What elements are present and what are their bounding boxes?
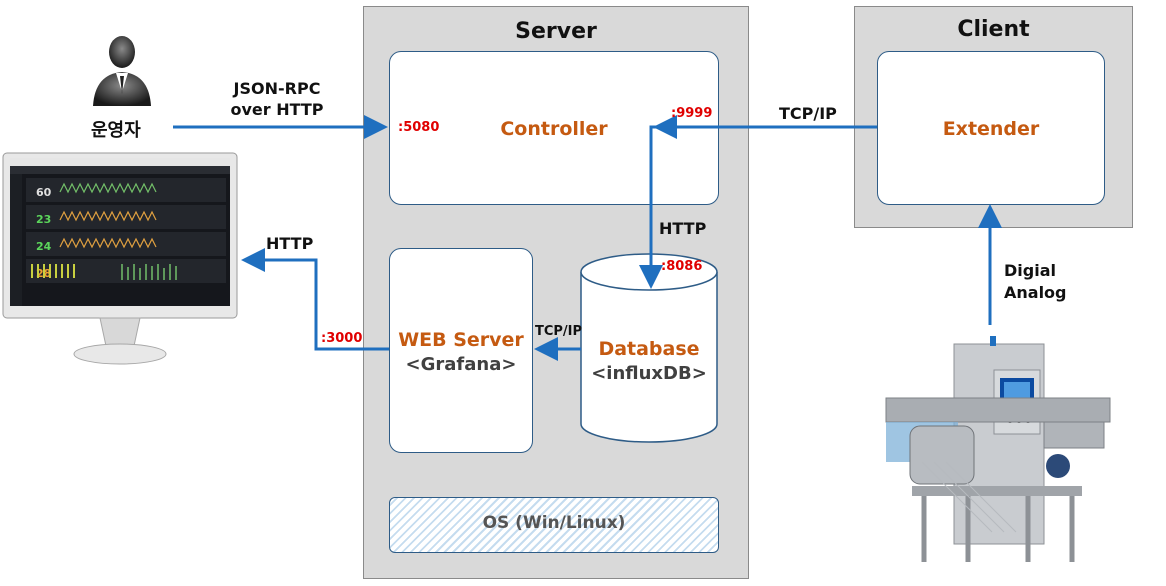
client-title: Client [957,17,1030,42]
server-title: Server [515,19,597,44]
xray-machine-icon [885,336,1111,562]
http-monitor-label: HTTP [266,234,314,253]
tcpip-db-label: TCP/IP [535,324,583,339]
web-server-label: WEB Server [398,329,524,351]
os-box: OS (Win/Linux) [389,497,719,553]
analog-label: Analog [1004,283,1067,302]
extender-label: Extender [942,118,1040,140]
port-database-in: :8086 [661,259,703,274]
database-sublabel: <influxDB> [591,363,707,384]
web-server-box: WEB Server <Grafana> [389,248,533,453]
jsonrpc-line2: over HTTP [230,100,324,119]
operator-person-icon [93,36,151,106]
arrow-webserver-monitor [241,248,389,351]
port-controller-left: :5080 [398,120,440,135]
controller-label: Controller [500,118,608,140]
database-label: Database [598,338,700,360]
tcpip-client-label: TCP/IP [779,104,837,123]
svg-text:60: 60 [36,186,52,199]
monitor-icon: 60 23 24 28 [2,152,238,365]
web-server-sublabel: <Grafana> [405,354,517,375]
digital-label: Digial [1004,261,1056,280]
operator-label: 운영자 [91,120,141,141]
port-controller-right: :9999 [671,106,713,121]
svg-text:23: 23 [36,213,51,226]
arrow-controller-database [639,125,663,289]
jsonrpc-label: JSON-RPC over HTTP [222,78,332,120]
jsonrpc-line1: JSON-RPC [233,79,321,98]
http-db-label: HTTP [659,219,707,238]
controller-box: Controller [389,51,719,205]
signal-label: Digial Analog [1004,260,1067,304]
os-label: OS (Win/Linux) [482,513,626,533]
port-web-out: :3000 [321,331,363,346]
svg-text:24: 24 [36,240,52,253]
